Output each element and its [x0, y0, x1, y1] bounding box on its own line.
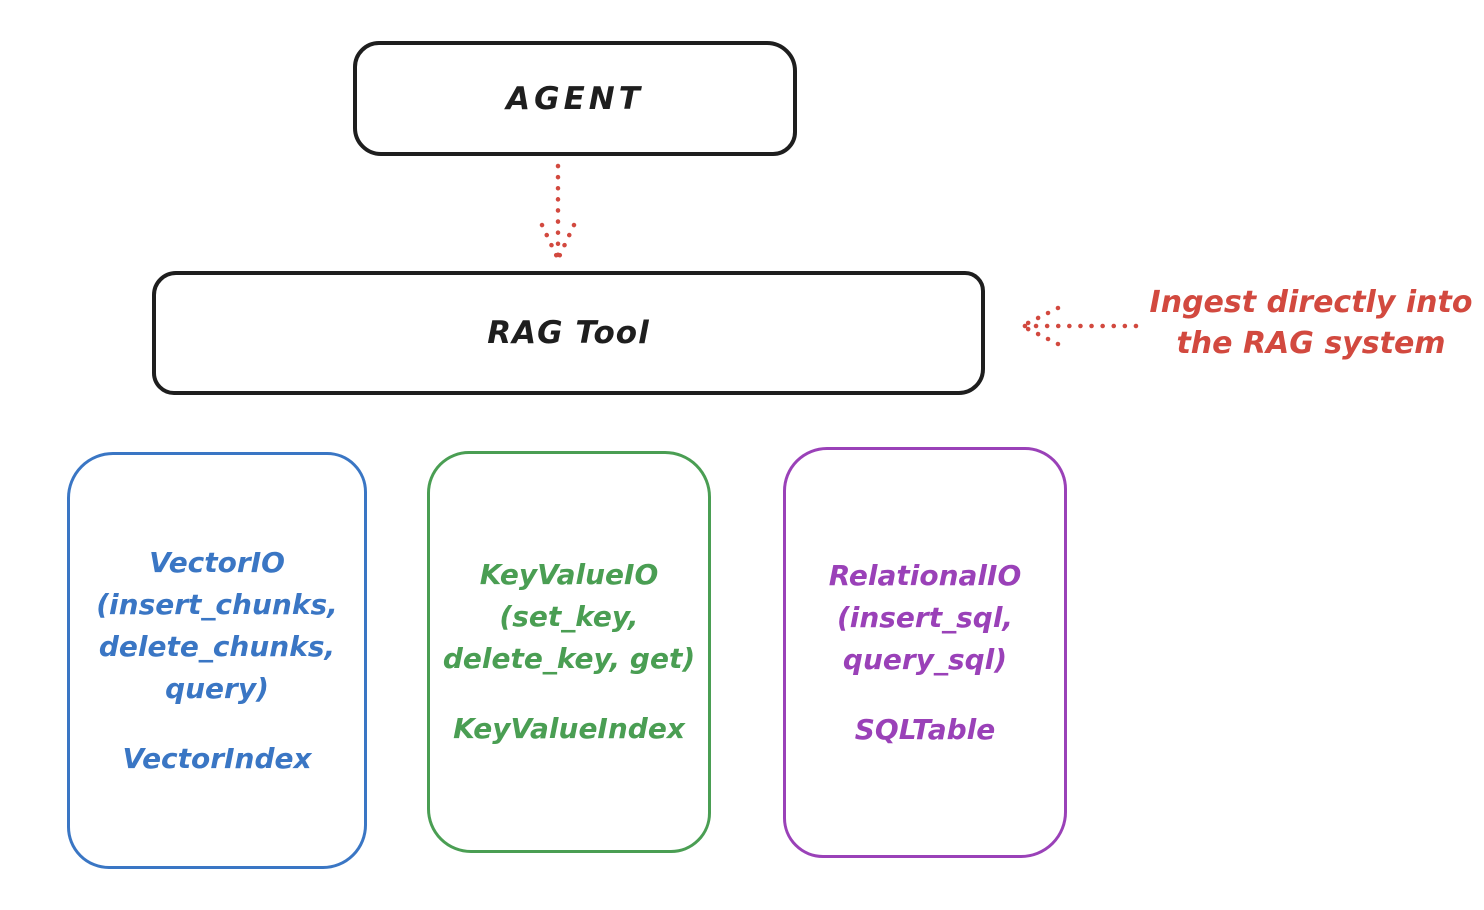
vector-index-label: VectorIndex: [122, 741, 312, 775]
ingest-annotation-line1: Ingest directly into: [1149, 285, 1473, 320]
relational-io-method: query_sql): [842, 642, 1008, 676]
vector-io-method: (insert_chunks,: [96, 587, 338, 621]
vector-io-title: VectorIO: [149, 545, 285, 579]
agent-to-rag-dotted-arrow: [539, 163, 577, 262]
vector-io-method: delete_chunks,: [98, 629, 336, 663]
relational-io-title: RelationalIO: [828, 558, 1022, 592]
rag-tool-label: RAG Tool: [487, 315, 650, 351]
sql-table-label: SQLTable: [854, 712, 996, 746]
agent-node: AGENT: [353, 41, 797, 156]
agent-label: AGENT: [506, 80, 644, 117]
key-value-io-title: KeyValueIO: [479, 558, 659, 591]
rag-tool-node: RAG Tool: [152, 271, 985, 395]
key-value-io-method: (set_key,: [499, 600, 639, 633]
vector-io-method: query): [165, 671, 269, 705]
ingest-annotation-line2: the RAG system: [1176, 326, 1446, 361]
key-value-io-node: KeyValueIO (set_key, delete_key, get) Ke…: [427, 451, 711, 853]
key-value-index-label: KeyValueIndex: [453, 712, 685, 745]
ingest-annotation: Ingest directly into the RAG system: [1138, 282, 1484, 364]
vector-io-node: VectorIO (insert_chunks, delete_chunks, …: [67, 452, 367, 869]
relational-io-node: RelationalIO (insert_sql, query_sql) SQL…: [783, 447, 1067, 858]
relational-io-method: (insert_sql,: [836, 600, 1014, 634]
key-value-io-method: delete_key, get): [442, 642, 696, 675]
annotation-to-rag-dotted-arrow: [1019, 305, 1139, 347]
